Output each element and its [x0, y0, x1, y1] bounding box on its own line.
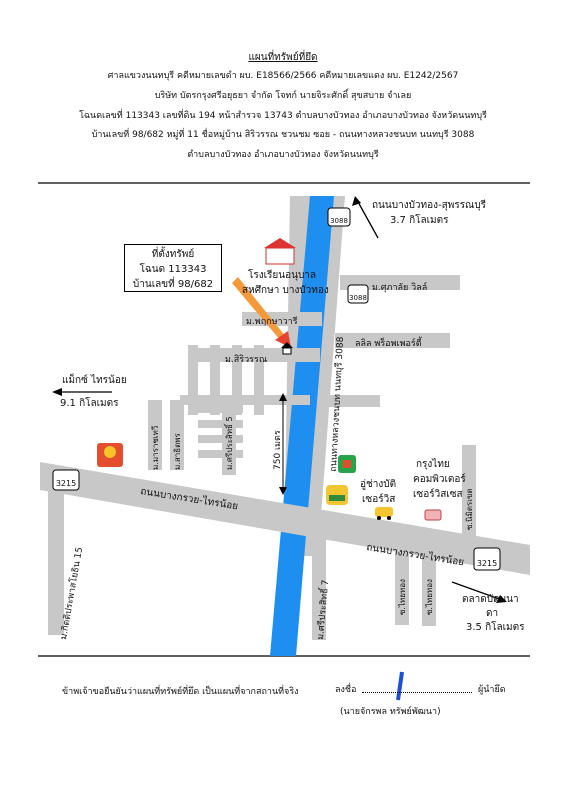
route-3088-top-label: 3088	[330, 217, 348, 225]
soi-bottom-r2-road	[422, 548, 436, 626]
soi-left3-label: ม.ศรีประสิทธิ์ 5	[223, 416, 234, 470]
north-arrow-head	[352, 196, 361, 206]
footer-role: ผู้นำยึด	[478, 685, 506, 695]
route-3088-mid-label: 3088	[349, 294, 367, 302]
to-market-sub: ดา	[486, 608, 498, 619]
soi-lalin-label: ลลิล พร็อพเพอร์ตี้	[355, 336, 423, 349]
soi-grid3	[198, 435, 243, 443]
route-3215-left-label: 3215	[56, 479, 76, 488]
to-market-dist: 3.5 กิโลเมตร	[466, 620, 525, 633]
property-box-deed: โฉนด 113343	[139, 264, 207, 275]
garage-label: อู่ช่างบัติ	[360, 479, 396, 490]
case-line: ศาลแขวงนนทบุรี คดีหมายเลขดำ ผบ. E18566/2…	[107, 71, 459, 81]
to-makro-dist: 9.1 กิโลเมตร	[60, 396, 119, 409]
soi-left2-label: ม.สาธิตพร	[173, 432, 182, 470]
soi-east	[320, 395, 380, 407]
soi-left3-road	[222, 400, 236, 475]
makro-icon	[97, 443, 123, 467]
school-icon	[264, 238, 296, 265]
route-3215-right-label: 3215	[477, 559, 497, 568]
route-3088-top-shield: 3088	[327, 207, 351, 227]
to-makro-label: แม็กซ์ ไทรน้อย	[62, 372, 127, 386]
distance-arrow-bottom	[279, 487, 287, 495]
soi-bottom-r1-label: ซ.ไทยทอง	[398, 579, 407, 615]
distance-arrow-top	[279, 393, 287, 401]
east-arrow-line	[451, 581, 503, 601]
soi-grid4	[198, 450, 243, 458]
soi-right-far-label: ซ.นิมิตรเขต	[465, 488, 474, 530]
to-suphan-label: ถนนบางบัวทอง-สุพรรณบุรี	[372, 199, 487, 211]
north-arrow-line	[356, 199, 379, 239]
soi-h3	[180, 395, 310, 405]
school-label: โรงเรียนอนุบาล	[248, 268, 316, 281]
soi-v4	[254, 345, 264, 415]
soi-bottom-r2-label: ซ.ไทยทอง	[425, 579, 434, 615]
soi-pruksa-label: ม.พฤกษาวารี	[246, 316, 298, 327]
property-location-box: ที่ตั้งทรัพย์ โฉนด 113343 บ้านเลขที่ 98/…	[124, 244, 222, 292]
soi-sakaralai-label: ม.ศุภาลัย วิลล์	[372, 281, 427, 293]
parties-line: บริษัท บัตรกรุงศรีอยุธยา จำกัด โจทก์ นาย…	[154, 91, 412, 101]
route-3215-right-shield: 3215	[473, 547, 501, 571]
footer-signer-name: (นายจักรพล ทรัพย์พัฒนา)	[340, 707, 441, 717]
car-icon	[375, 507, 393, 520]
deed-line: โฉนดเลขที่ 113343 เลขที่ดิน 194 หน้าสำรว…	[79, 111, 487, 121]
computer-label: คอมพิวเตอร์	[413, 473, 466, 485]
signature-mark	[396, 671, 404, 701]
shop-icon	[338, 455, 356, 473]
soi-bottom-r1-road	[395, 545, 409, 625]
soi-left1-label: ม.มาราชเทวี	[151, 426, 160, 470]
map-title: แผนที่ทรัพย์ที่ยึด	[248, 52, 318, 63]
property-box-title: ที่ตั้งทรัพย์	[151, 249, 195, 260]
soi-siriwan-label: ม.สิริวรรณ	[225, 354, 267, 365]
footer-sign-label: ลงชื่อ	[335, 685, 357, 695]
garage-label-2: เซอร์วิส	[362, 493, 395, 505]
west-arrow-head	[52, 388, 62, 396]
address-line: บ้านเลขที่ 98/682 หมู่ที่ 11 ชื่อหมู่บ้า…	[91, 130, 475, 140]
to-suphan-dist: 3.7 กิโลเมตร	[390, 213, 449, 226]
footer-note: ข้าพเจ้าขอยืนยันว่าแผนที่ทรัพย์ที่ยึด เป…	[62, 687, 299, 697]
soi-bottom-left-road	[48, 490, 64, 635]
office-icon	[424, 509, 442, 521]
service-label: เซอร์วิสเซส	[413, 488, 463, 500]
soi-grid2	[198, 420, 243, 428]
soi-lalin-road	[335, 333, 450, 348]
east-arrow-head	[496, 595, 507, 603]
distance-label: 750 เมตร	[273, 430, 283, 470]
soi-v1	[188, 345, 198, 415]
soi-right-far-road	[462, 445, 476, 545]
soi-left2-road	[170, 400, 184, 470]
school-label-2: สหศึกษา บางบัวทอง	[242, 284, 329, 296]
property-house-icon	[281, 342, 293, 355]
property-arrow-body	[232, 277, 286, 341]
soi-bottom-mid-road	[312, 530, 326, 640]
soi-v3	[232, 345, 242, 415]
krungthai-label: กรุงไทย	[416, 458, 450, 470]
signature-line	[362, 692, 472, 693]
route-3088-mid-shield: 3088	[347, 284, 369, 304]
soi-v2	[210, 345, 220, 415]
gas-station-icon	[326, 485, 348, 505]
property-box-house: บ้านเลขที่ 98/682	[132, 279, 214, 290]
soi-sakaralai-road	[340, 275, 460, 290]
district-line: ตำบลบางบัวทอง อำเภอบางบัวทอง จังหวัดนนทบ…	[187, 150, 379, 160]
soi-left1-road	[148, 400, 162, 470]
to-market-label: ตลาดบัดมนา	[462, 594, 519, 605]
soi-grid1	[198, 405, 243, 413]
route-3215-left-shield: 3215	[52, 469, 80, 491]
main-road-blue	[270, 196, 334, 656]
